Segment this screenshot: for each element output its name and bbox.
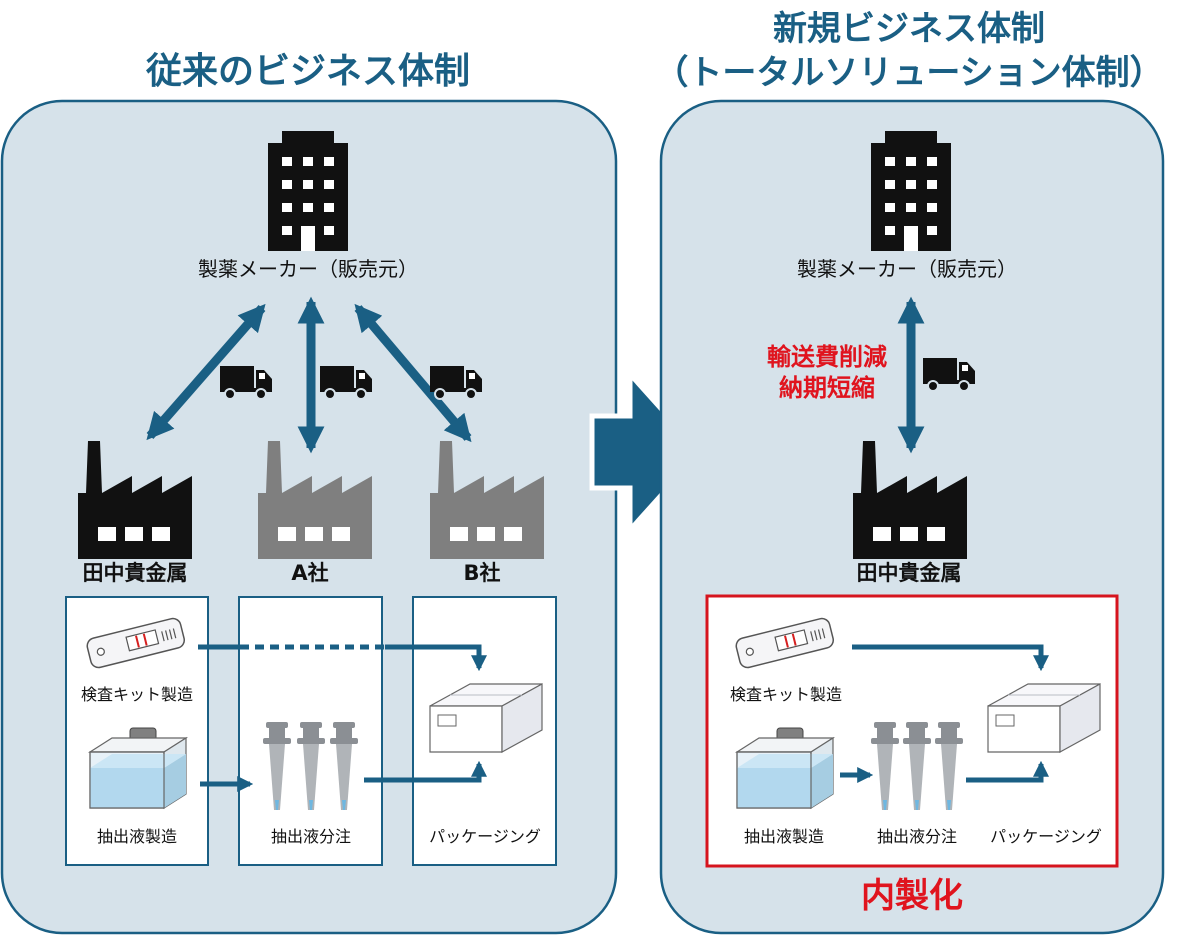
- benefit-cost-reduction: 輸送費削減: [767, 343, 887, 371]
- flow-arrow-dispense-to-packaging: [364, 760, 488, 783]
- maker-label: 製薬メーカー（販売元）: [198, 257, 418, 281]
- left-panel: 従来のビジネス体制 製薬メーカー（販売元） 田中貴金属 A社 B社 検査キット製…: [0, 51, 618, 935]
- building-icon: [871, 131, 951, 251]
- benefit-lead-time: 納期短縮: [779, 374, 875, 402]
- building-icon: [268, 131, 348, 251]
- process-packaging-label: パッケージング: [990, 827, 1102, 846]
- double-arrow-left: [146, 303, 266, 441]
- inhouse-label: 内製化: [861, 876, 963, 916]
- process-solution-label: 抽出液製造: [97, 827, 177, 846]
- maker-label: 製薬メーカー（販売元）: [797, 257, 1017, 281]
- process-kit-label: 検査キット製造: [81, 685, 193, 704]
- factory-label-a: A社: [291, 561, 328, 585]
- factory-label-tanaka: 田中貴金属: [857, 561, 962, 585]
- right-title-line2: （トータルソリューション体制）: [654, 53, 1163, 93]
- factory-label-tanaka: 田中貴金属: [83, 561, 188, 585]
- process-dispense-label: 抽出液分注: [271, 827, 351, 846]
- left-title: 従来のビジネス体制: [145, 51, 470, 92]
- process-solution-label: 抽出液製造: [744, 827, 824, 846]
- factory-label-b: B社: [463, 561, 500, 585]
- flow-arrow-kit-to-packaging: [852, 644, 1050, 672]
- process-packaging-label: パッケージング: [429, 827, 541, 846]
- double-arrow-right: [354, 303, 472, 443]
- right-panel: 新規ビジネス体制 （トータルソリューション体制） 製薬メーカー（販売元） 輸送費…: [654, 9, 1165, 935]
- process-dispense-label: 抽出液分注: [877, 827, 957, 846]
- process-kit-label: 検査キット製造: [730, 685, 842, 704]
- flow-arrow-dispense-to-packaging: [966, 760, 1050, 783]
- right-title-line1: 新規ビジネス体制: [773, 9, 1045, 49]
- flow-arrow-kit-to-packaging: [385, 644, 488, 672]
